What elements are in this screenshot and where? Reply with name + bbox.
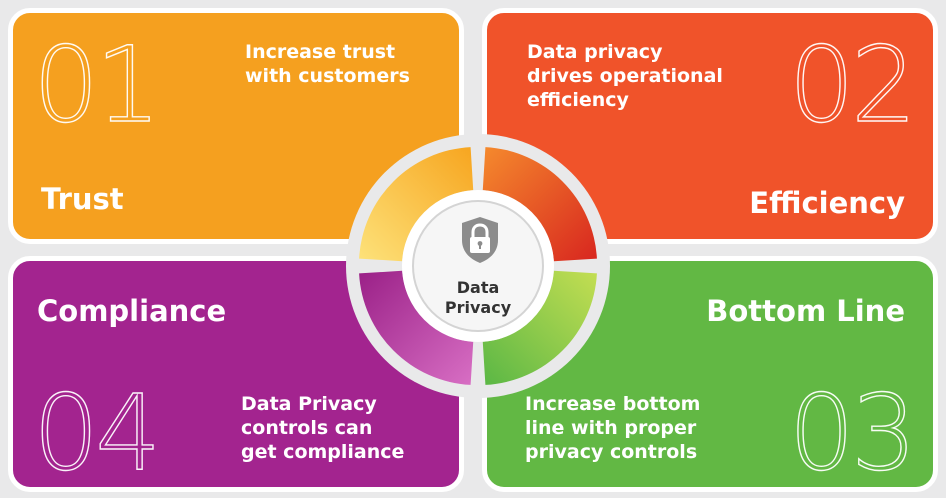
hub-core-inner: Data Privacy <box>412 200 544 332</box>
description-line: Increase bottom <box>525 393 701 415</box>
ring-segment-trust <box>359 147 474 262</box>
ring-segment-compliance <box>359 270 474 385</box>
panel-title: Compliance <box>37 294 227 328</box>
panel-description: Increase bottom line with proper privacy… <box>525 393 700 465</box>
description-line: Data Privacy <box>241 393 377 415</box>
description-line: line with proper <box>525 416 697 439</box>
hub-label-line: Data <box>456 278 500 297</box>
description-line: get compliance <box>241 440 405 463</box>
description-line: drives operational <box>527 64 723 87</box>
center-hub: Data Privacy <box>346 134 610 398</box>
panel-title: Bottom Line <box>706 294 905 328</box>
description-line: controls can <box>241 416 373 439</box>
panel-number: 02 <box>788 24 918 146</box>
panel-description: Data Privacy controls can get compliance <box>241 393 404 465</box>
hub-core: Data Privacy <box>402 190 554 342</box>
description-line: Data privacy <box>527 41 663 63</box>
panel-title: Trust <box>41 182 124 216</box>
panel-description: Data privacy drives operational efficien… <box>527 41 723 113</box>
panel-number: 04 <box>32 372 162 492</box>
hub-label-line: Privacy <box>444 298 512 317</box>
ring-segment-bottom-line <box>482 270 597 385</box>
hub-label: Data Privacy <box>414 278 542 318</box>
description-line: efficiency <box>527 88 629 111</box>
description-line: Increase trust <box>245 41 396 63</box>
panel-description: Increase trust with customers <box>245 41 410 89</box>
hub-ring <box>359 147 597 385</box>
ring-segment-efficiency <box>482 147 597 262</box>
description-line: privacy controls <box>525 440 698 463</box>
bottom-line-panel: Bottom Line Increase bottom line with pr… <box>482 256 938 492</box>
trust-panel: 01 Increase trust with customers Trust <box>8 8 464 244</box>
description-line: with customers <box>245 64 410 87</box>
panel-number: 03 <box>788 372 918 492</box>
panel-number: 01 <box>32 24 162 146</box>
panel-title: Efficiency <box>749 186 905 220</box>
